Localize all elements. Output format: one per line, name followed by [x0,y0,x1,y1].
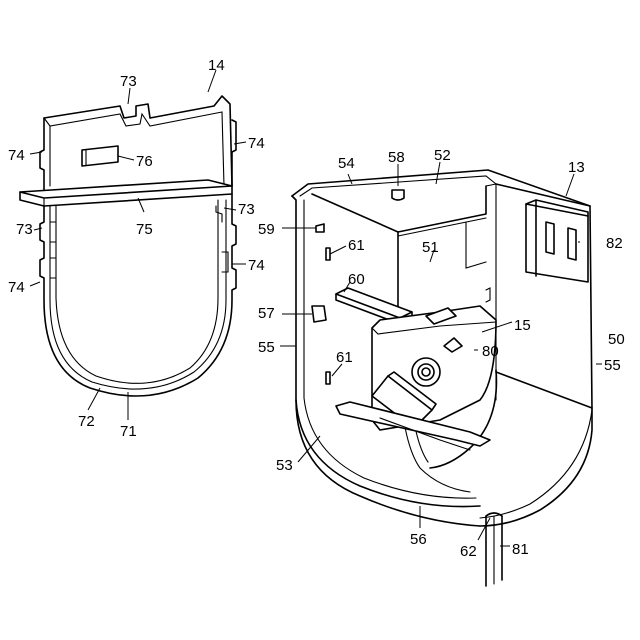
label-52: 52 [434,147,451,164]
label-61: 61 [348,237,365,254]
label-51: 51 [422,239,439,256]
label-73: 73 [120,73,137,90]
label-15: 15 [514,317,531,334]
label-73: 73 [16,221,33,238]
housing-part [292,170,592,586]
label-72: 72 [78,413,95,430]
label-71: 71 [120,423,137,440]
label-61: 61 [336,349,353,366]
label-55: 55 [604,357,621,374]
label-60: 60 [348,271,365,288]
label-80: 80 [482,343,499,360]
label-53: 53 [276,457,293,474]
label-74: 74 [248,257,265,274]
label-50: 50 [608,331,625,348]
label-74: 74 [248,135,265,152]
label-74: 74 [8,279,25,296]
label-75: 75 [136,221,153,238]
label-82: 82 [606,235,623,252]
label-74: 74 [8,147,25,164]
label-62: 62 [460,543,477,560]
label-73: 73 [238,201,255,218]
label-55: 55 [258,339,275,356]
label-54: 54 [338,155,355,172]
label-14: 14 [208,57,225,74]
label-57: 57 [258,305,275,322]
label-13: 13 [568,159,585,176]
cover-part [20,96,236,396]
label-81: 81 [512,541,529,558]
label-56: 56 [410,531,427,548]
label-59: 59 [258,221,275,238]
label-58: 58 [388,149,405,166]
label-76: 76 [136,153,153,170]
